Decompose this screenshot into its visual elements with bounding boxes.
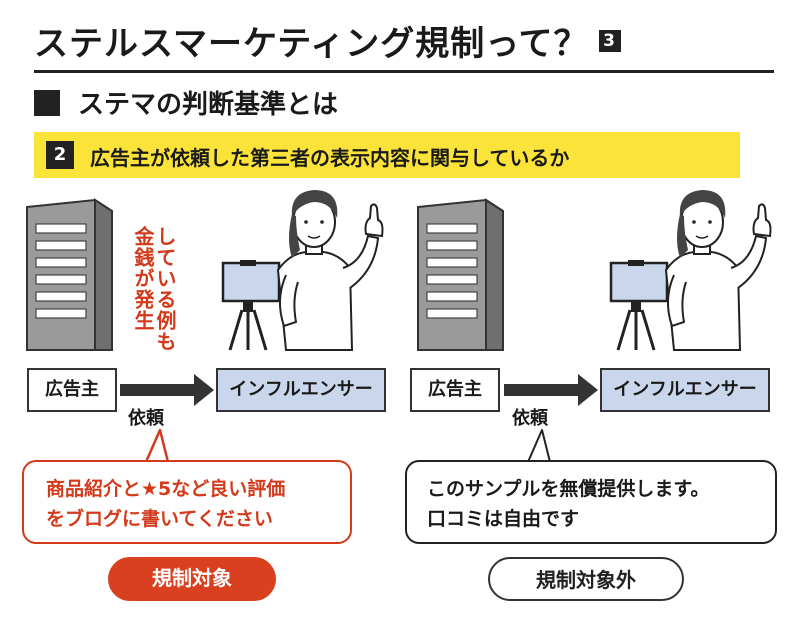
part-number-badge: 3 [598,29,621,52]
criterion-text: 広告主が依頼した第三者の表示内容に関与しているか [90,146,570,170]
arrow-icon-left [120,374,214,406]
request-label-right: 依頼 [512,408,548,429]
influencer-person-right [609,190,772,351]
arrow-icon-right [504,374,598,406]
bubble-left-line1: 商品紹介と★5など良い評価 [46,478,286,500]
advertiser-box-left: 広告主 [27,368,117,412]
criterion-banner: 2 広告主が依頼した第三者の表示内容に関与しているか [34,132,740,178]
square-bullet-icon [34,89,60,116]
criterion-number: 2 [46,141,74,169]
bubble-tail-right [527,429,551,463]
title-text: ステルスマーケティング規制って？ [34,24,589,64]
advertiser-box-right: 広告主 [410,368,500,412]
verdict-regulated: 規制対象 [108,557,276,601]
bubble-right-line1: このサンプルを無償提供します。 [427,478,710,500]
bubble-tail-left [144,428,170,464]
money-note-line2: している例も [153,226,177,352]
money-note-line1: 金銭が発生 [131,226,155,331]
section-subtitle: ステマの判断基準とは [34,84,338,121]
influencer-box-left: インフルエンサー [216,368,386,412]
building-icon-left [26,198,113,351]
bubble-left-line2: をブログに書いてください [46,508,273,530]
influencer-person-left [221,190,384,351]
building-icon-right [417,198,504,351]
subtitle-text: ステマの判断基準とは [78,90,339,120]
title-divider [34,70,774,73]
request-bubble-right: このサンプルを無償提供します。 口コミは自由です [405,460,777,544]
page-title: ステルスマーケティング規制って？ 3 [34,16,621,65]
request-label-left: 依頼 [128,408,164,429]
influencer-box-right: インフルエンサー [600,368,770,412]
verdict-not-regulated: 規制対象外 [488,557,684,601]
money-note: している例も 金銭が発生 [131,226,177,376]
request-bubble-left: 商品紹介と★5など良い評価 をブログに書いてください [22,460,352,544]
bubble-right-line2: 口コミは自由です [427,508,580,530]
